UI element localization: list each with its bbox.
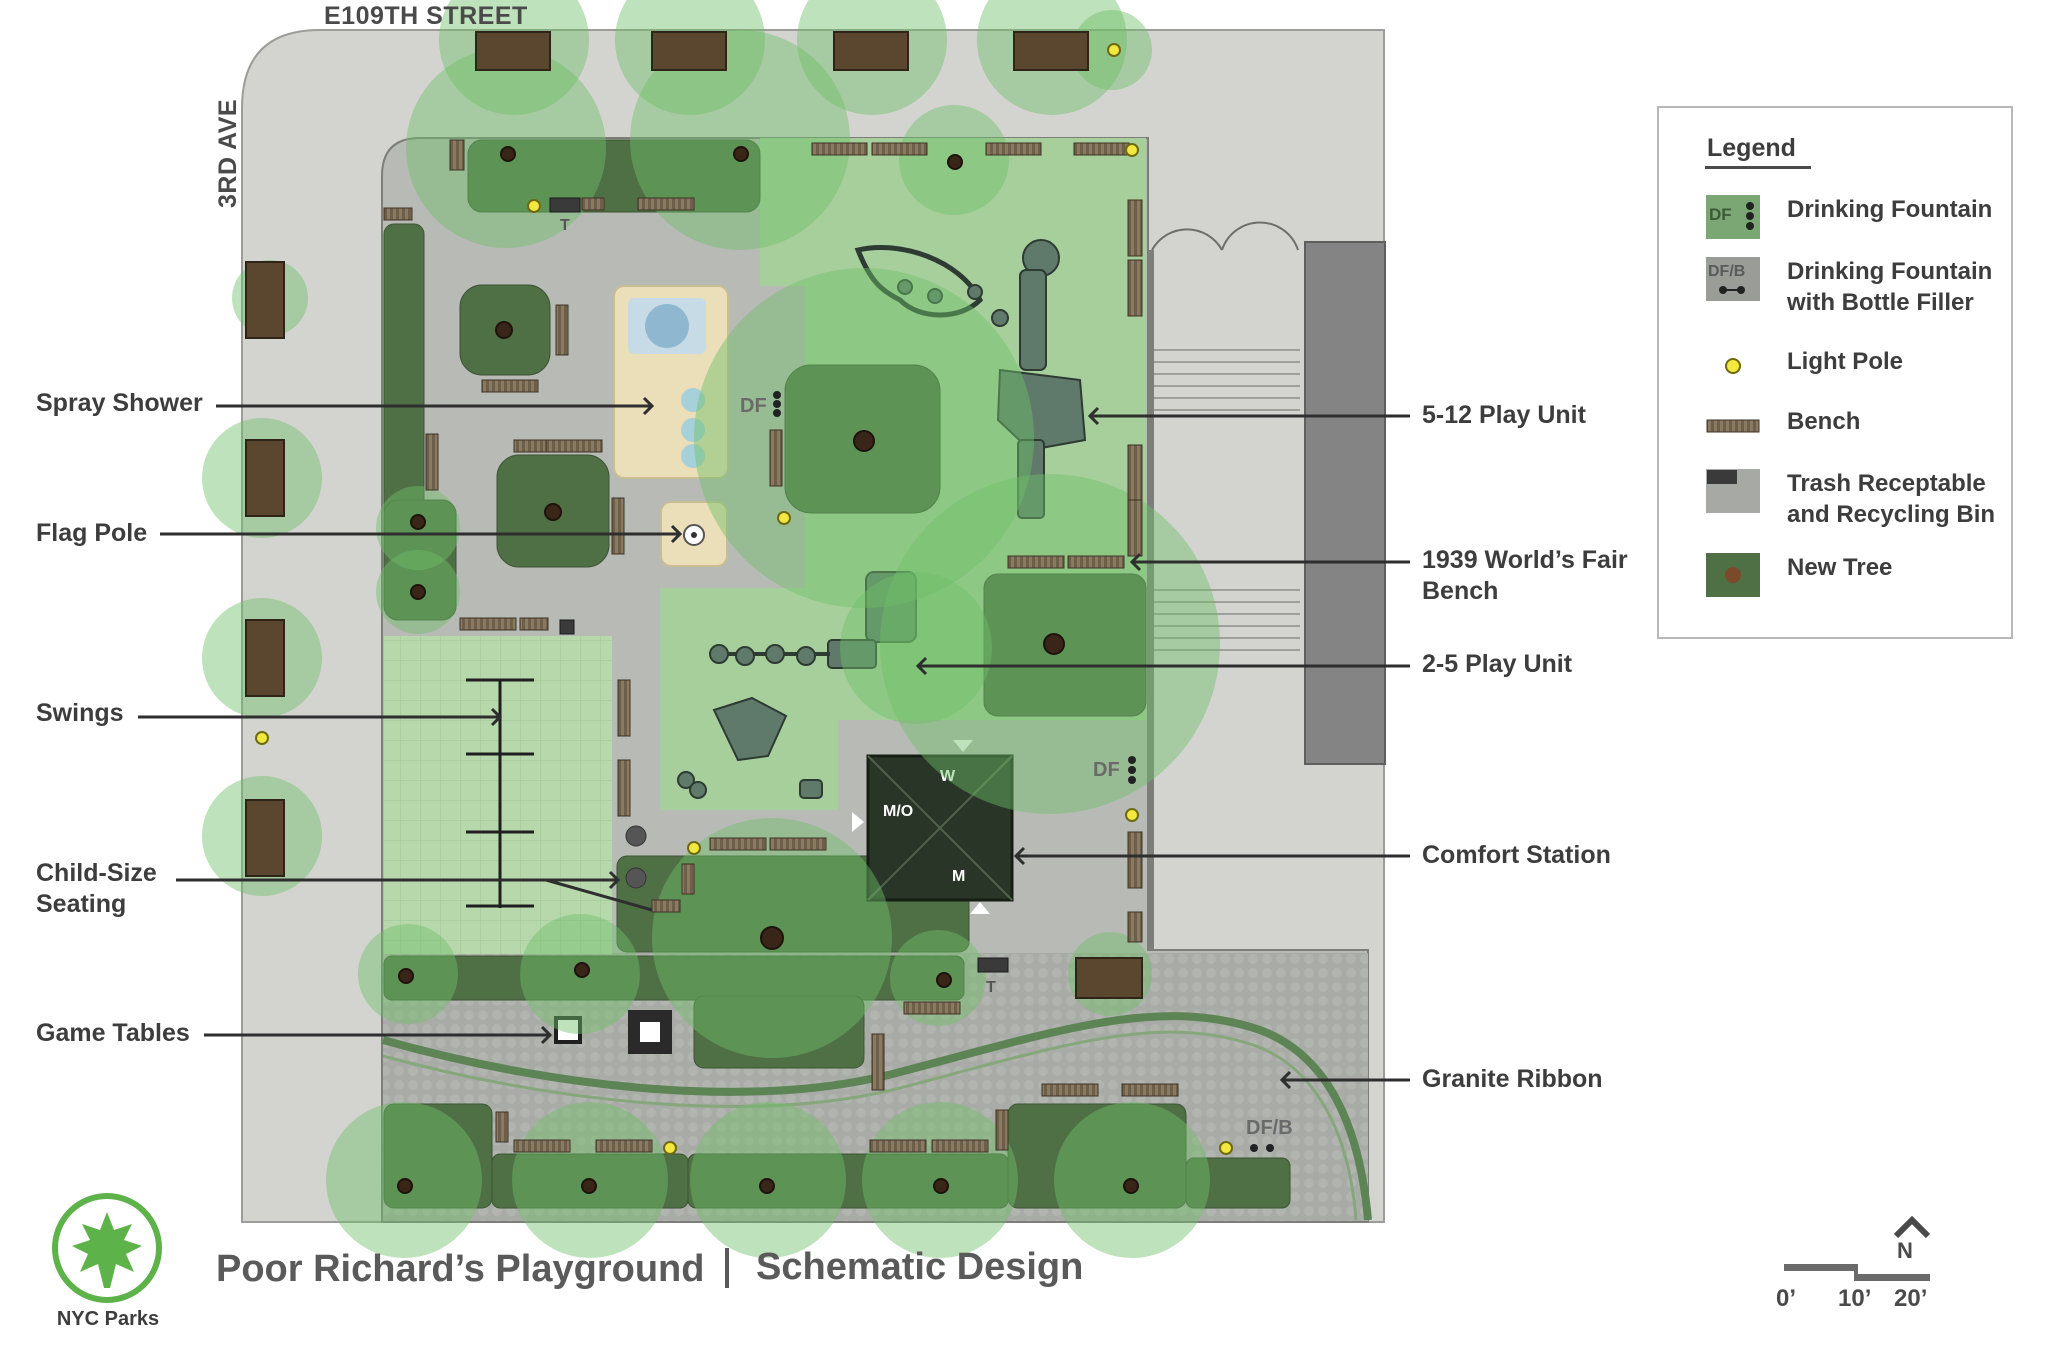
drinking-fountain-icon: DF bbox=[1706, 195, 1760, 239]
design-phase-title: Schematic Design bbox=[756, 1246, 1084, 1288]
restroom-m-label: M bbox=[952, 868, 965, 885]
legend-label-trash: Trash Receptable and Recycling Bin bbox=[1787, 470, 1996, 528]
legend-panel: Legend DF Drinking Fountain DF/B Drinkin… bbox=[1657, 106, 2013, 639]
bottle-filler-icon: DF/B bbox=[1706, 257, 1760, 301]
logo-text: NYC Parks bbox=[56, 1308, 160, 1330]
light-poles bbox=[255, 43, 1233, 1155]
title-separator bbox=[725, 1248, 729, 1288]
child-size-seating bbox=[625, 825, 647, 889]
scale-label-20: 20’ bbox=[1894, 1285, 1928, 1312]
tree-trunks bbox=[397, 146, 1139, 1194]
legend-item-light-pole: Light Pole bbox=[1705, 346, 2005, 406]
trash-receptacles bbox=[549, 197, 1009, 973]
street-label-north: E109TH STREET bbox=[324, 2, 528, 30]
callout-worlds-fair-bench: 1939 World’s Fair Bench bbox=[1422, 546, 1628, 605]
dfb-label: DF/B bbox=[1246, 1117, 1293, 1139]
benches bbox=[383, 139, 1179, 1153]
spray-shower-pad bbox=[613, 285, 729, 479]
callout-comfort-station: Comfort Station bbox=[1422, 841, 1611, 869]
callout-2-5-play-unit: 2-5 Play Unit bbox=[1422, 650, 1573, 678]
street-label-west: 3RD AVE bbox=[214, 98, 242, 208]
bench-icon bbox=[1706, 419, 1760, 433]
play-equipment-2-5 bbox=[677, 571, 917, 799]
scale-label-10: 10’ bbox=[1838, 1285, 1872, 1312]
legend-title-underline bbox=[1705, 166, 1811, 169]
legend-title: Legend bbox=[1707, 134, 1796, 162]
callout-5-12-play-unit: 5-12 Play Unit bbox=[1422, 401, 1586, 429]
legend-item-bottle-filler: DF/B Drinking Fountain with Bottle Fille… bbox=[1705, 256, 2005, 316]
legend-item-drinking-fountain: DF Drinking Fountain bbox=[1705, 194, 2005, 254]
restroom-mo-label: M/O bbox=[883, 803, 913, 820]
callout-flag-pole: Flag Pole bbox=[36, 519, 148, 547]
street-tree-pits bbox=[245, 31, 1143, 999]
legend-label-bench: Bench bbox=[1787, 408, 1861, 435]
new-tree-icon bbox=[1706, 553, 1760, 597]
play-equipment-5-12 bbox=[854, 239, 1087, 519]
legend-label-light-pole: Light Pole bbox=[1787, 348, 1903, 375]
legend-label-new-tree: New Tree bbox=[1787, 554, 1893, 581]
north-label: N bbox=[1897, 1238, 1913, 1263]
legend-label-bottle-filler: Drinking Fountain with Bottle Filler bbox=[1787, 258, 1993, 316]
scale-bar bbox=[1784, 1264, 1930, 1281]
scale-label-0: 0’ bbox=[1776, 1285, 1797, 1312]
game-tables bbox=[554, 1010, 672, 1054]
light-pole-icon bbox=[1725, 358, 1741, 374]
callout-child-size-seating: Child-Size Seating bbox=[36, 859, 157, 918]
comfort-station: W M/O M bbox=[852, 740, 1014, 914]
legend-item-new-tree: New Tree bbox=[1705, 552, 2005, 612]
df-label-comfort: DF bbox=[1093, 759, 1120, 781]
park-title: Poor Richard’s Playground bbox=[216, 1248, 705, 1290]
callout-granite-ribbon: Granite Ribbon bbox=[1422, 1065, 1603, 1093]
drinking-fountain-markers bbox=[773, 391, 1274, 1152]
trash-label-south: T bbox=[986, 979, 996, 996]
trash-label-north: T bbox=[560, 217, 570, 234]
north-arrow-icon bbox=[1893, 1215, 1931, 1239]
granite-ribbon bbox=[381, 1012, 1372, 1221]
restroom-w-label: W bbox=[940, 768, 956, 785]
callout-leaders bbox=[138, 396, 1410, 1090]
legend-item-bench: Bench bbox=[1705, 406, 2005, 466]
legend-dfb-text: DF/B bbox=[1708, 263, 1745, 280]
legend-item-trash: Trash Receptable and Recycling Bin bbox=[1705, 468, 2005, 528]
callout-game-tables: Game Tables bbox=[36, 1019, 190, 1047]
callout-swings: Swings bbox=[36, 699, 124, 727]
nyc-parks-logo-icon bbox=[52, 1193, 162, 1303]
adjacent-building bbox=[1148, 221, 1386, 950]
legend-df-text: DF bbox=[1709, 205, 1732, 224]
legend-label-drinking-fountain: Drinking Fountain bbox=[1787, 196, 1993, 223]
trash-bin-icon bbox=[1706, 469, 1760, 513]
callout-spray-shower: Spray Shower bbox=[36, 389, 203, 417]
df-label-play: DF bbox=[740, 395, 767, 417]
